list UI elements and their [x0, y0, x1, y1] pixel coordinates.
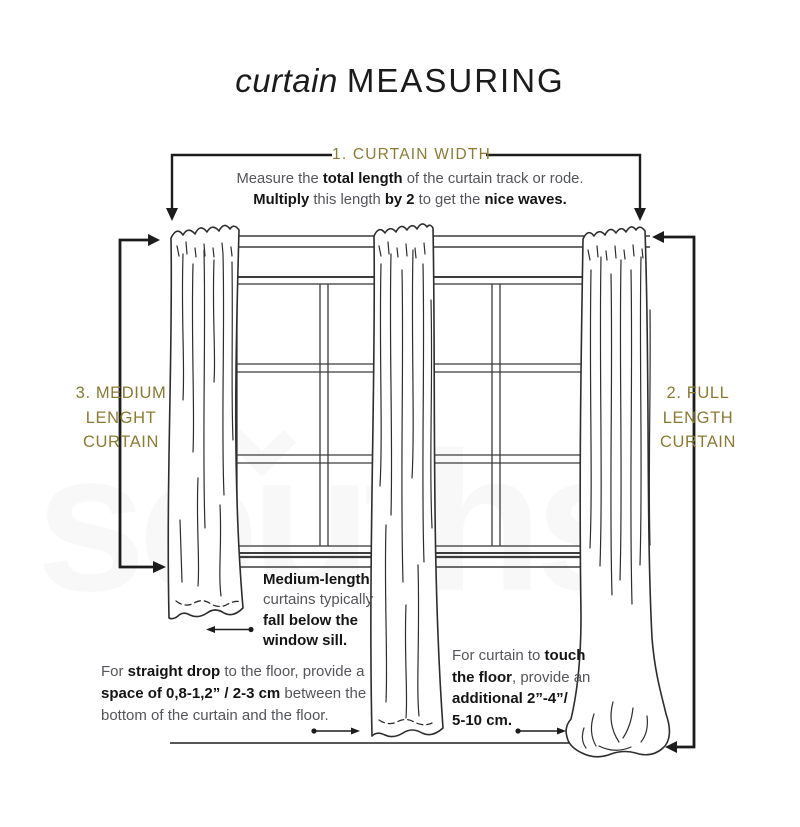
curtain-left-medium — [167, 224, 244, 620]
note-line: window sill. — [263, 631, 373, 651]
arrow-left-icon — [665, 741, 677, 753]
title-word-measuring: MEASURING — [346, 62, 565, 99]
text-run: For curtain to — [452, 647, 545, 664]
text-run: between the — [280, 685, 367, 702]
touch-floor-note: For curtain to touch the floor, provide … — [452, 645, 590, 731]
watermark-chevron-icon — [234, 436, 290, 464]
text-run: bottom of the curtain and the floor. — [101, 707, 329, 724]
text-run: For — [101, 663, 128, 680]
arrow-left-icon — [652, 231, 664, 243]
text-run: by 2 — [384, 192, 415, 208]
arrow-down-icon — [634, 208, 646, 221]
label-line: LENGTH — [662, 408, 734, 427]
text-run: to get the — [414, 192, 485, 208]
curtain-middle-full — [370, 223, 444, 738]
text-run: curtains typically — [263, 591, 374, 609]
note-line: space of 0,8-1,2” / 2-3 cm between the — [101, 683, 366, 705]
note-line: Medium-length — [263, 570, 373, 590]
medium-hem-arrow — [206, 626, 254, 633]
note-line: curtains typically — [263, 590, 373, 610]
text-run: total length — [322, 171, 403, 187]
label-line: CURTAIN — [82, 433, 159, 451]
text-run: space of 0,8-1,2” / 2-3 cm — [101, 685, 281, 702]
text-run: Multiply — [253, 192, 310, 208]
arrow-right-icon — [351, 727, 360, 735]
note-line: fall below the — [263, 611, 373, 631]
arrow-down-icon — [166, 208, 178, 221]
touch-floor-arrow — [515, 727, 566, 735]
arrow-right-icon — [557, 727, 566, 735]
label-line: 2. FULL — [666, 384, 730, 402]
arrow-right-icon — [153, 561, 166, 573]
medium-length-bracket — [118, 234, 166, 573]
note-line: the floor, provide an — [452, 667, 590, 689]
text-run: Measure the — [236, 171, 323, 187]
full-length-bracket — [652, 231, 696, 753]
text-run: , provide an — [512, 668, 591, 686]
text-run: Medium-length — [263, 571, 370, 588]
text-run: touch — [544, 647, 586, 664]
text-run: nice waves. — [484, 192, 567, 208]
text-run: 5-10 cm. — [452, 711, 513, 729]
curtain-width-heading: 1. CURTAIN WIDTH — [332, 146, 491, 163]
curtain-right-pooling — [565, 226, 671, 758]
width-desc-line2: Multiply this length by 2 to get the nic… — [20, 190, 800, 211]
full-length-label: 2. FULL LENGTH CURTAIN — [638, 381, 758, 455]
arrow-right-icon — [148, 234, 160, 246]
straight-drop-note: For straight drop to the floor, provide … — [101, 661, 366, 727]
label-line: CURTAIN — [659, 433, 736, 451]
note-line: For straight drop to the floor, provide … — [101, 661, 366, 683]
text-run: this length — [309, 192, 385, 208]
note-line: 5-10 cm. — [452, 710, 590, 732]
text-run: additional 2”-4”/ — [452, 690, 568, 707]
text-run: of the curtain track or rode. — [402, 171, 584, 187]
label-line: 3. MEDIUM — [75, 384, 167, 402]
width-desc-line1: Measure the total length of the curtain … — [20, 169, 800, 190]
width-measure-bracket — [166, 153, 646, 221]
medium-length-label: 3. MEDIUM LENGHT CURTAIN — [58, 381, 184, 455]
straight-drop-arrow — [311, 727, 360, 735]
note-line: For curtain to touch — [452, 645, 590, 667]
title-word-curtain: curtain — [235, 62, 338, 99]
curtain-fold-lines — [378, 241, 433, 719]
curtain-width-description: Measure the total length of the curtain … — [20, 169, 800, 211]
curtain-fold-lines — [581, 244, 651, 751]
note-line: additional 2”-4”/ — [452, 688, 590, 710]
curtain-fold-lines — [176, 241, 234, 597]
arrow-left-icon — [206, 626, 215, 633]
text-run: the floor — [452, 668, 512, 686]
note-line: bottom of the curtain and the floor. — [101, 705, 366, 727]
medium-length-note: Medium-length curtains typically fall be… — [263, 570, 373, 652]
text-run: fall below the — [263, 611, 359, 629]
label-line: LENGHT — [85, 408, 157, 427]
text-run: to the floor, provide a — [220, 663, 365, 680]
text-run: straight drop — [127, 663, 221, 680]
text-run: window sill. — [263, 632, 348, 650]
